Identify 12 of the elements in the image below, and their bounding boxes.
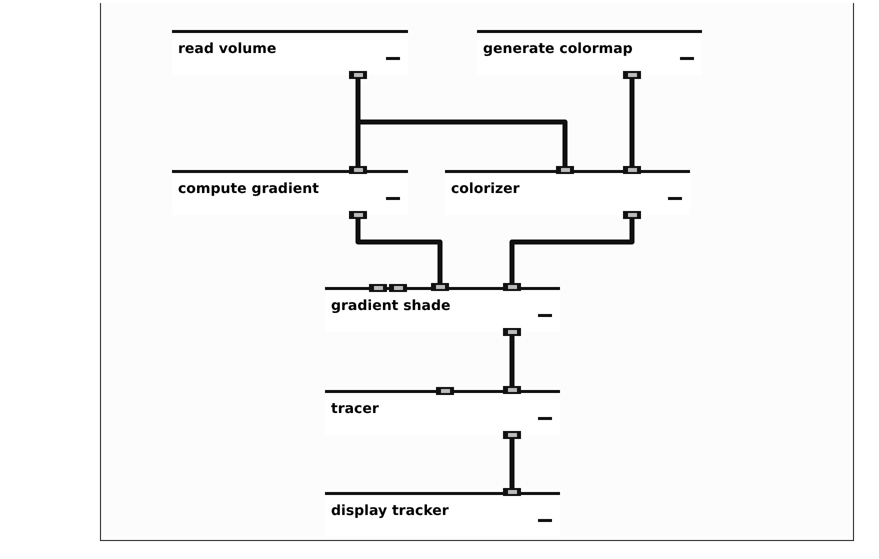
module-title: display tracker <box>331 503 449 519</box>
module-title: gradient shade <box>331 298 450 314</box>
connection-line <box>349 211 449 291</box>
connection-line <box>503 328 521 394</box>
connection-line <box>503 431 521 496</box>
module-title: generate colormap <box>483 41 633 57</box>
module-title: read volume <box>178 41 276 57</box>
module-title: compute gradient <box>178 181 319 197</box>
module-title: tracer <box>331 401 379 417</box>
connection-line <box>503 211 641 291</box>
module-title: colorizer <box>451 181 520 197</box>
connection-line <box>623 71 641 174</box>
